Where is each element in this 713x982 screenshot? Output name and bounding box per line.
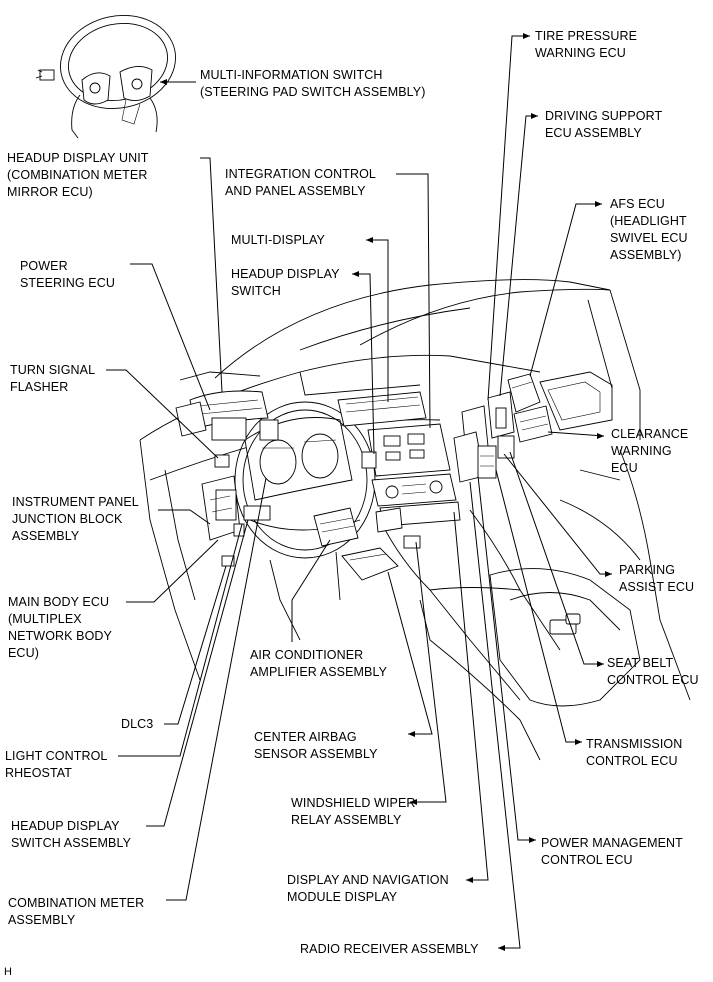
arrowheads xyxy=(160,33,612,951)
label-seat-belt-control-ecu: SEAT BELT CONTROL ECU xyxy=(607,656,699,687)
label-power-management-control-ecu: POWER MANAGEMENT CONTROL ECU xyxy=(541,836,683,867)
leader-lines xyxy=(106,35,612,949)
right-ecu-cluster xyxy=(453,373,553,483)
label-clearance-warning-ecu: CLEARANCE WARNING ECU xyxy=(611,427,689,475)
label-integration-control-panel: INTEGRATION CONTROL AND PANEL ASSEMBLY xyxy=(225,167,376,198)
label-headup-display-switch: HEADUP DISPLAY SWITCH xyxy=(231,267,340,298)
label-parking-assist-ecu: PARKING ASSIST ECU xyxy=(619,563,695,594)
steering-wheel-inset xyxy=(35,14,176,139)
label-driving-support-ecu: DRIVING SUPPORT ECU ASSEMBLY xyxy=(545,109,663,140)
label-main-body-ecu: MAIN BODY ECU (MULTIPLEX NETWORK BODY EC… xyxy=(8,595,112,660)
left-side-components xyxy=(201,475,271,567)
label-light-control-rheostat: LIGHT CONTROL RHEOSTAT xyxy=(5,749,108,780)
label-multi-information-switch: MULTI-INFORMATION SWITCH (STEERING PAD S… xyxy=(200,68,426,99)
windshield-outline xyxy=(214,279,641,440)
label-center-airbag-sensor: CENTER AIRBAG SENSOR ASSEMBLY xyxy=(254,730,378,761)
label-multi-display: MULTI-DISPLAY xyxy=(231,233,325,247)
label-radio-receiver-assembly: RADIO RECEIVER ASSEMBLY xyxy=(300,942,479,956)
label-dlc3: DLC3 xyxy=(121,717,154,731)
label-afs-ecu: AFS ECU (HEADLIGHT SWIVEL ECU ASSEMBLY) xyxy=(610,197,688,262)
label-combination-meter-assembly: COMBINATION METER ASSEMBLY xyxy=(8,896,145,927)
label-windshield-wiper-relay: WINDSHIELD WIPER RELAY ASSEMBLY xyxy=(291,796,416,827)
label-turn-signal-flasher: TURN SIGNAL FLASHER xyxy=(10,363,96,394)
label-instrument-panel-junction-block: INSTRUMENT PANEL JUNCTION BLOCK ASSEMBLY xyxy=(12,495,139,543)
label-air-conditioner-amplifier: AIR CONDITIONER AMPLIFIER ASSEMBLY xyxy=(250,648,388,679)
label-headup-display-switch-assembly: HEADUP DISPLAY SWITCH ASSEMBLY xyxy=(11,819,132,850)
label-display-navigation-module: DISPLAY AND NAVIGATION MODULE DISPLAY xyxy=(287,873,449,904)
label-tire-pressure-warning-ecu: TIRE PRESSURE WARNING ECU xyxy=(535,29,638,60)
label-headup-display-unit: HEADUP DISPLAY UNIT (COMBINATION METER M… xyxy=(7,151,149,199)
corner-code: H xyxy=(4,966,13,978)
combination-meter-artwork xyxy=(175,390,376,641)
label-power-steering-ecu: POWER STEERING ECU xyxy=(20,259,115,290)
center-stack-artwork xyxy=(313,391,461,581)
label-transmission-control-ecu: TRANSMISSION CONTROL ECU xyxy=(586,737,683,768)
